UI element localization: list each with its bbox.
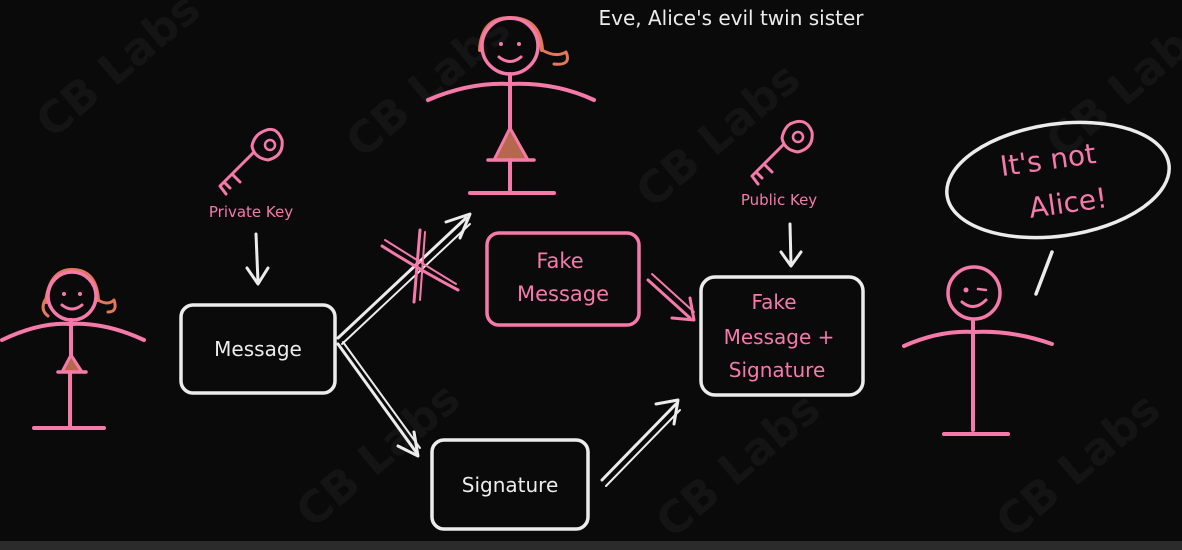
fake-combined-line-2: Message + bbox=[723, 325, 835, 349]
public-key-icon bbox=[750, 119, 814, 186]
fake-combined-line-1: Fake bbox=[751, 290, 797, 314]
signature-box-frame bbox=[430, 438, 590, 531]
arrow-privatekey-to-message bbox=[245, 232, 270, 286]
arrow-message-to-eve bbox=[336, 212, 472, 345]
bob-figure bbox=[902, 265, 1054, 436]
public-key-label: Public Key bbox=[740, 191, 818, 209]
alice-figure bbox=[0, 268, 146, 430]
speech-bubble-frame bbox=[945, 120, 1171, 240]
signature-box-label: Signature bbox=[461, 473, 559, 497]
fake-message-line-2: Message bbox=[516, 282, 610, 306]
message-box-frame bbox=[179, 303, 337, 395]
message-box-label: Message bbox=[214, 337, 302, 361]
eve-caption: Eve, Alice's evil twin sister bbox=[598, 6, 864, 30]
arrow-message-to-signature bbox=[336, 341, 421, 458]
fake-message-line-1: Fake bbox=[536, 249, 584, 273]
arrow-publickey-to-combined bbox=[779, 222, 803, 268]
fake-combined-box-frame bbox=[699, 275, 865, 397]
fake-combined-line-3: Signature bbox=[728, 358, 826, 382]
private-key-icon bbox=[218, 127, 284, 196]
bottom-bar bbox=[0, 541, 1182, 550]
arrow-fakemessage-to-combined bbox=[646, 273, 696, 322]
fake-message-box-frame bbox=[485, 231, 641, 327]
speech-pointer bbox=[1034, 250, 1054, 296]
private-key-label: Private Key bbox=[208, 203, 294, 221]
eve-figure bbox=[426, 16, 596, 195]
arrow-signature-to-combined bbox=[600, 398, 681, 487]
intercept-cross-icon bbox=[380, 228, 460, 304]
